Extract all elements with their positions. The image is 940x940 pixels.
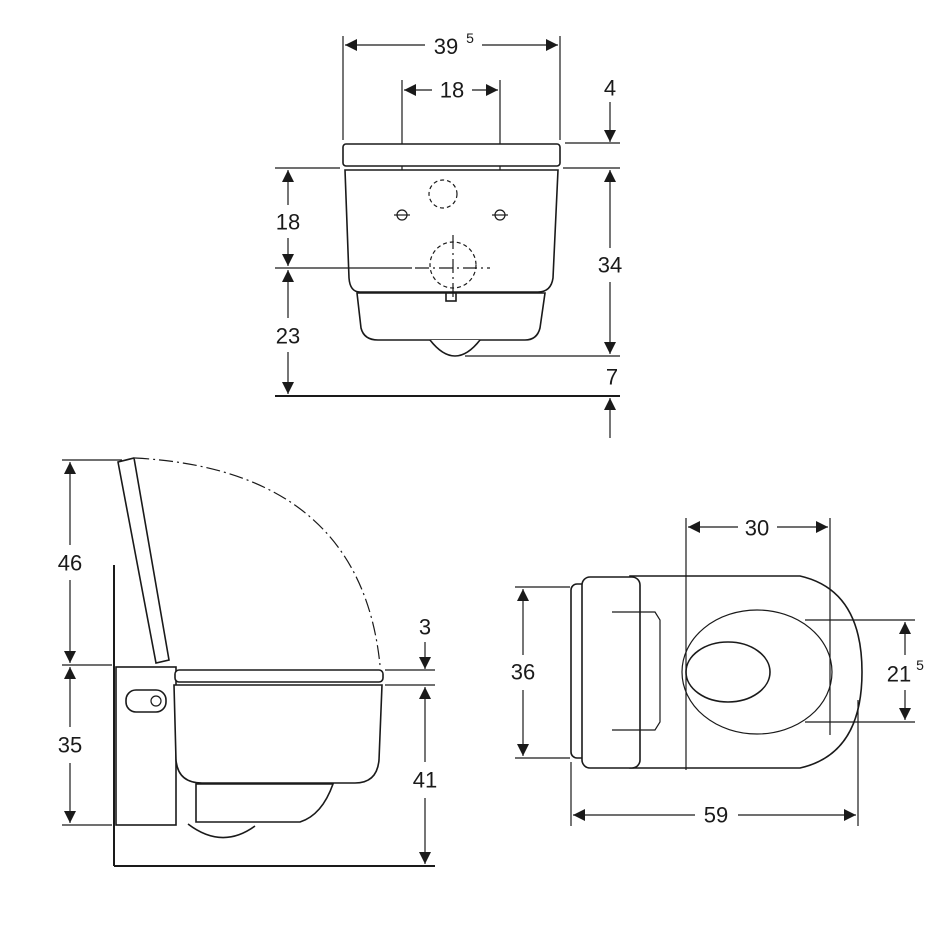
dimension-depth: 36 — [511, 660, 535, 685]
fixing-point-left — [394, 209, 410, 221]
dimension-drain-height: 23 — [276, 324, 300, 349]
dimension-seat-height: 4 — [604, 76, 616, 101]
dimension-fixing-spacing: 18 — [440, 78, 464, 103]
front-view: 39 5 18 4 18 23 34 7 — [275, 30, 622, 438]
dimension-inner-width-sup: 5 — [916, 657, 924, 673]
dimension-fixing-height: 18 — [276, 210, 300, 235]
dimension-width-sup: 5 — [466, 30, 474, 46]
dimension-lid-height: 46 — [58, 551, 82, 576]
dimension-body-height: 34 — [598, 253, 622, 278]
dimension-inner-width: 21 — [887, 662, 911, 687]
dimension-backpack-height: 35 — [58, 733, 82, 758]
side-view: 46 35 3 41 — [58, 457, 437, 867]
dimension-bowl-opening: 30 — [745, 516, 769, 541]
top-view: 36 30 21 5 59 — [511, 516, 924, 828]
dimension-seat-thickness: 3 — [419, 615, 431, 640]
fixing-point-right — [492, 209, 508, 221]
control-panel — [125, 689, 167, 713]
dimension-projection: 59 — [704, 803, 728, 828]
dimension-rim-height: 41 — [413, 768, 437, 793]
dimension-width-label: 39 — [434, 34, 458, 59]
dimension-floor-offset: 7 — [606, 365, 618, 390]
